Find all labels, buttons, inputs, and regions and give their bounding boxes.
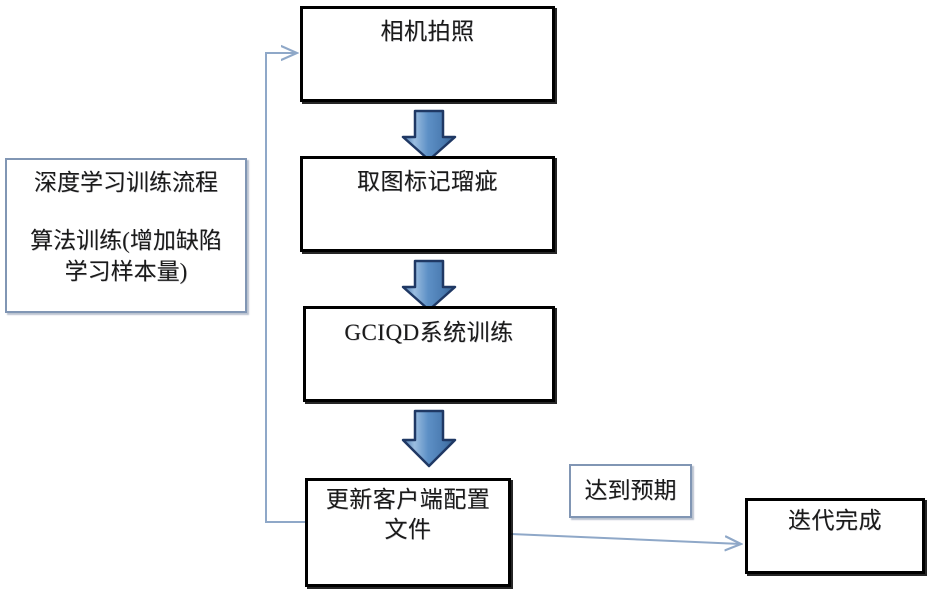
node-update-client-config-label: 更新客户端配置 文件: [325, 487, 491, 542]
node-iteration-complete-label: 迭代完成: [788, 508, 882, 533]
side-panel-line-2: 算法训练(增加缺陷 学习样本量): [30, 228, 222, 284]
edge-label-box-reach-expectation: [569, 464, 692, 518]
block-arrow-n3-n4: [401, 409, 457, 468]
node-camera-capture-label: 相机拍照: [380, 19, 475, 44]
node-gciqd-training-label: GCIQD系统训练: [344, 320, 514, 345]
block-arrow-n2-n3: [401, 259, 457, 312]
edge-label-reach-expectation: 达到预期: [584, 478, 677, 503]
node-gciqd-training: [303, 306, 555, 402]
side-panel-line-1: 深度学习训练流程: [34, 170, 218, 195]
feedback-loop-n4-n1: [265, 53, 305, 523]
node-update-client-config: [305, 478, 511, 587]
node-camera-capture: [300, 6, 555, 102]
side-panel-box: [5, 158, 247, 313]
node-iteration-complete: [745, 498, 925, 574]
node-mark-defects: [300, 156, 555, 252]
block-arrow-n1-n2: [401, 109, 457, 162]
node-mark-defects-label: 取图标记瑠疵: [357, 169, 498, 194]
connector-n4-n5: [510, 533, 741, 544]
